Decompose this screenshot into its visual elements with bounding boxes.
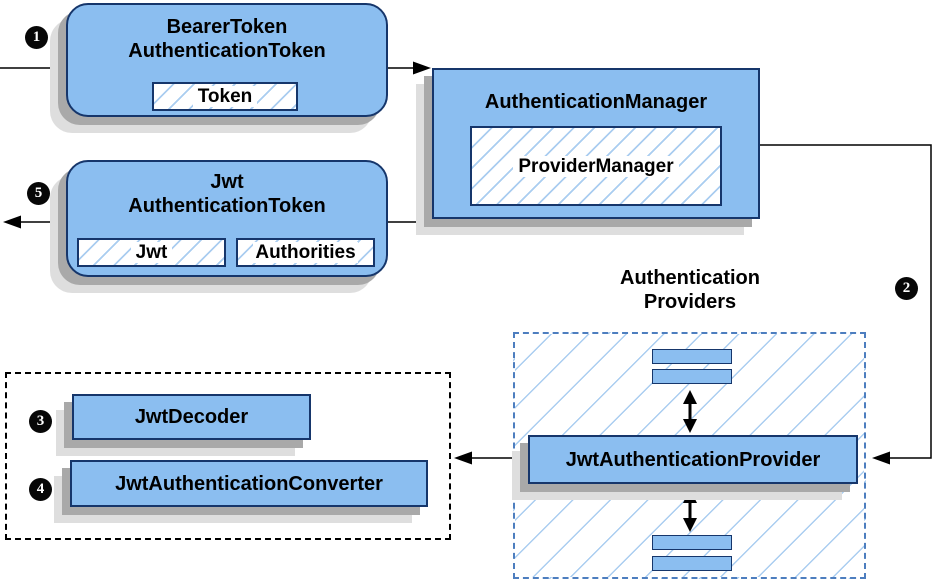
provider-stack-bar-2	[652, 369, 732, 384]
provider-list-top-up-arrowhead-icon	[683, 390, 697, 404]
provider-stack-bar-4	[652, 556, 732, 571]
provider-stack-bar-3	[652, 535, 732, 550]
authentication-manager-title: AuthenticationManager	[484, 91, 708, 113]
provider-stack-bar-1	[652, 349, 732, 364]
authentication-providers-label-line2: Providers	[643, 291, 737, 313]
jwt-token-title-line1: Jwt	[210, 171, 244, 193]
jwt-chip: Jwt	[77, 238, 226, 267]
jwt-token-node-title: Jwt AuthenticationToken	[68, 170, 386, 218]
token-chip: Token	[152, 82, 298, 111]
bearer-token-title-line1: BearerToken	[166, 16, 288, 38]
jwt-authentication-converter-node: JwtAuthenticationConverter	[70, 460, 428, 507]
bearer-to-manager-arrowhead-icon	[413, 61, 431, 75]
authorities-chip-label: Authorities	[253, 242, 358, 263]
step-2-badge: 2	[895, 277, 918, 300]
jwt-authentication-converter-label: JwtAuthenticationConverter	[115, 472, 383, 495]
jwt-token-title-line2: AuthenticationToken	[128, 195, 326, 217]
authorities-chip: Authorities	[236, 238, 375, 267]
step-1-badge: 1	[25, 26, 48, 49]
jwt-token-outgoing-arrowhead-icon	[3, 215, 21, 229]
provider-list-top-down-arrowhead-icon	[683, 419, 697, 433]
step-5-badge: 5	[27, 182, 50, 205]
jwt-decoder-node: JwtDecoder	[72, 394, 311, 440]
jwt-authentication-provider-label: JwtAuthenticationProvider	[565, 448, 821, 471]
bearer-token-title-line2: AuthenticationToken	[128, 40, 326, 62]
jwt-decoder-label: JwtDecoder	[134, 406, 249, 428]
authentication-providers-label: Authentication Providers	[590, 266, 790, 314]
jwt-chip-label: Jwt	[130, 242, 173, 263]
provider-to-decoder-arrowhead-icon	[454, 451, 472, 465]
provider-list-bottom-down-arrowhead-icon	[683, 518, 697, 532]
authentication-providers-label-line1: Authentication	[620, 267, 760, 289]
manager-to-provider-arrowhead-icon	[872, 451, 890, 465]
step-4-badge: 4	[29, 478, 52, 501]
step-3-badge: 3	[29, 410, 52, 433]
provider-list-bottom-up-arrowhead-icon	[683, 489, 697, 503]
decoder-converter-group-box	[5, 372, 451, 540]
token-chip-label: Token	[192, 86, 258, 107]
provider-manager-chip-label: ProviderManager	[513, 155, 679, 177]
provider-manager-chip: ProviderManager	[470, 126, 722, 206]
manager-to-provider-line	[760, 144, 932, 459]
bearer-token-node-title: BearerToken AuthenticationToken	[68, 15, 386, 63]
jwt-authentication-provider-node: JwtAuthenticationProvider	[528, 435, 858, 484]
